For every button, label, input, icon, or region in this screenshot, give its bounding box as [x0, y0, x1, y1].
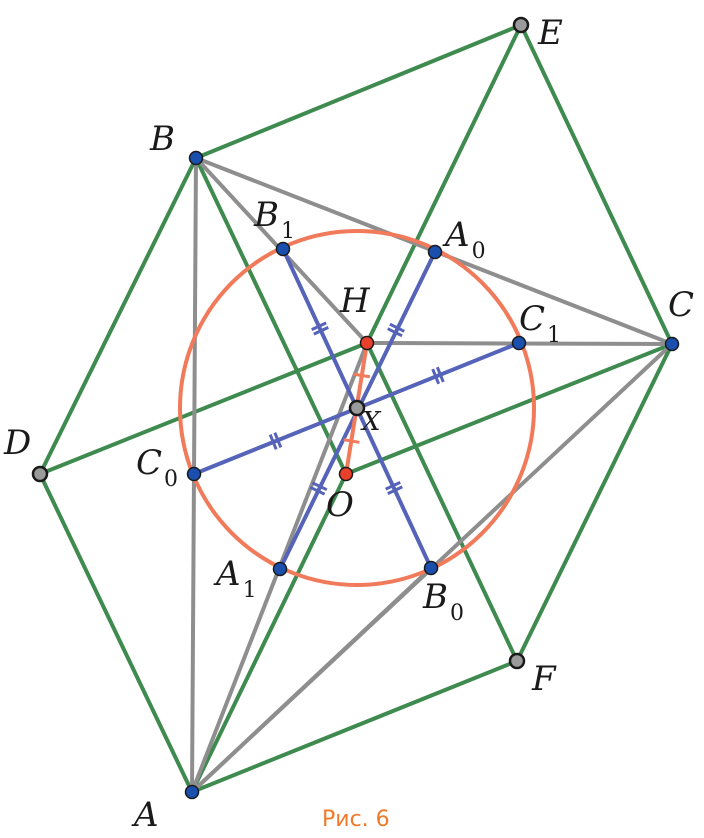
- green-segment-E-H: [365, 23, 523, 345]
- point-C0: [186, 466, 202, 482]
- label-A1: A1: [213, 554, 257, 603]
- point-F: [508, 652, 526, 670]
- tick-mark: [273, 432, 283, 449]
- tick-mark: [311, 321, 327, 331]
- point-O: [338, 466, 354, 482]
- points: [31, 16, 680, 800]
- green-segment-C-F: [515, 342, 674, 663]
- point-B0: [423, 560, 439, 576]
- point-A: [184, 784, 200, 800]
- tick-mark: [385, 481, 401, 491]
- tick-mark: [309, 485, 326, 496]
- gray-segment-A-B0: [190, 566, 433, 794]
- point-B1: [275, 241, 291, 257]
- tick-mark: [387, 485, 403, 495]
- label-B: B: [149, 119, 175, 159]
- tick-mark: [343, 438, 360, 444]
- green-segment-O-A: [190, 472, 348, 794]
- green-segment-H-D: [38, 341, 369, 476]
- green-segment-A-D: [38, 472, 194, 794]
- label-H: H: [339, 281, 371, 321]
- label-B0: B0: [422, 577, 464, 626]
- point-X: [348, 399, 366, 417]
- label-C: C: [668, 285, 694, 325]
- tick-mark: [389, 322, 405, 333]
- label-C0: C0: [136, 443, 178, 492]
- tick-mark: [311, 481, 328, 492]
- tick-mark: [268, 433, 278, 450]
- label-D: D: [3, 423, 31, 463]
- label-X: X: [360, 407, 382, 437]
- tick-mark: [353, 372, 371, 379]
- tick-mark: [435, 366, 445, 383]
- equal-length-ticks: [268, 321, 445, 496]
- green-segment-B-E: [194, 23, 523, 160]
- label-A: A: [131, 795, 159, 835]
- point-A0: [427, 244, 443, 260]
- label-O: O: [326, 485, 354, 525]
- label-E: E: [537, 13, 563, 53]
- point-E: [512, 16, 530, 34]
- green-segment-O-C: [344, 342, 674, 476]
- figure-caption: Рис. 6: [322, 807, 390, 832]
- nine-point-circle: [178, 229, 536, 587]
- green-segment-F-A: [190, 659, 519, 794]
- point-D: [31, 465, 49, 483]
- tick-mark: [313, 326, 329, 336]
- point-A1: [272, 561, 288, 577]
- green-segment-E-C: [519, 23, 674, 346]
- green-segment-D-B: [38, 156, 198, 476]
- point-C1: [511, 335, 527, 351]
- point-B: [188, 150, 204, 166]
- label-F: F: [531, 659, 557, 699]
- tick-mark: [387, 327, 403, 338]
- label-B1: B1: [253, 195, 295, 244]
- point-H: [359, 335, 375, 351]
- tick-mark: [431, 368, 441, 385]
- point-C: [664, 336, 680, 352]
